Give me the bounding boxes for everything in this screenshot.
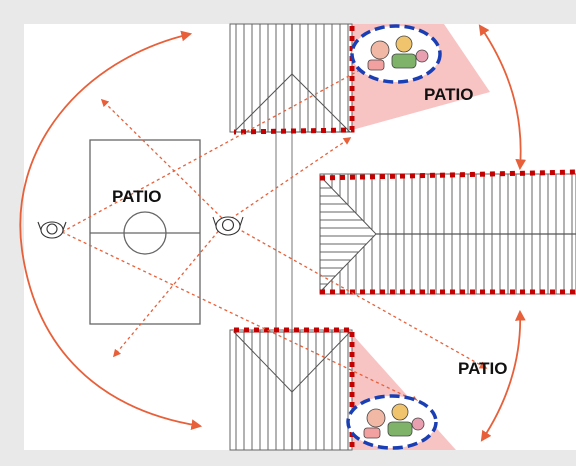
sightlines (61, 57, 488, 403)
person-icon (37, 221, 67, 239)
people-cluster-icon (350, 24, 442, 84)
patio-table (123, 211, 167, 255)
view-arcs (19, 24, 527, 442)
building-wing-bottom (229, 329, 353, 451)
patio-label-top-right: PATIO (424, 85, 473, 104)
person-icon (212, 216, 244, 236)
patio-label-center: PATIO (112, 187, 161, 206)
people-cluster-icon (346, 394, 438, 450)
building-wing-right (319, 173, 576, 295)
building-wing-top (229, 23, 353, 133)
patio-label-bottom-right: PATIO (458, 359, 507, 378)
